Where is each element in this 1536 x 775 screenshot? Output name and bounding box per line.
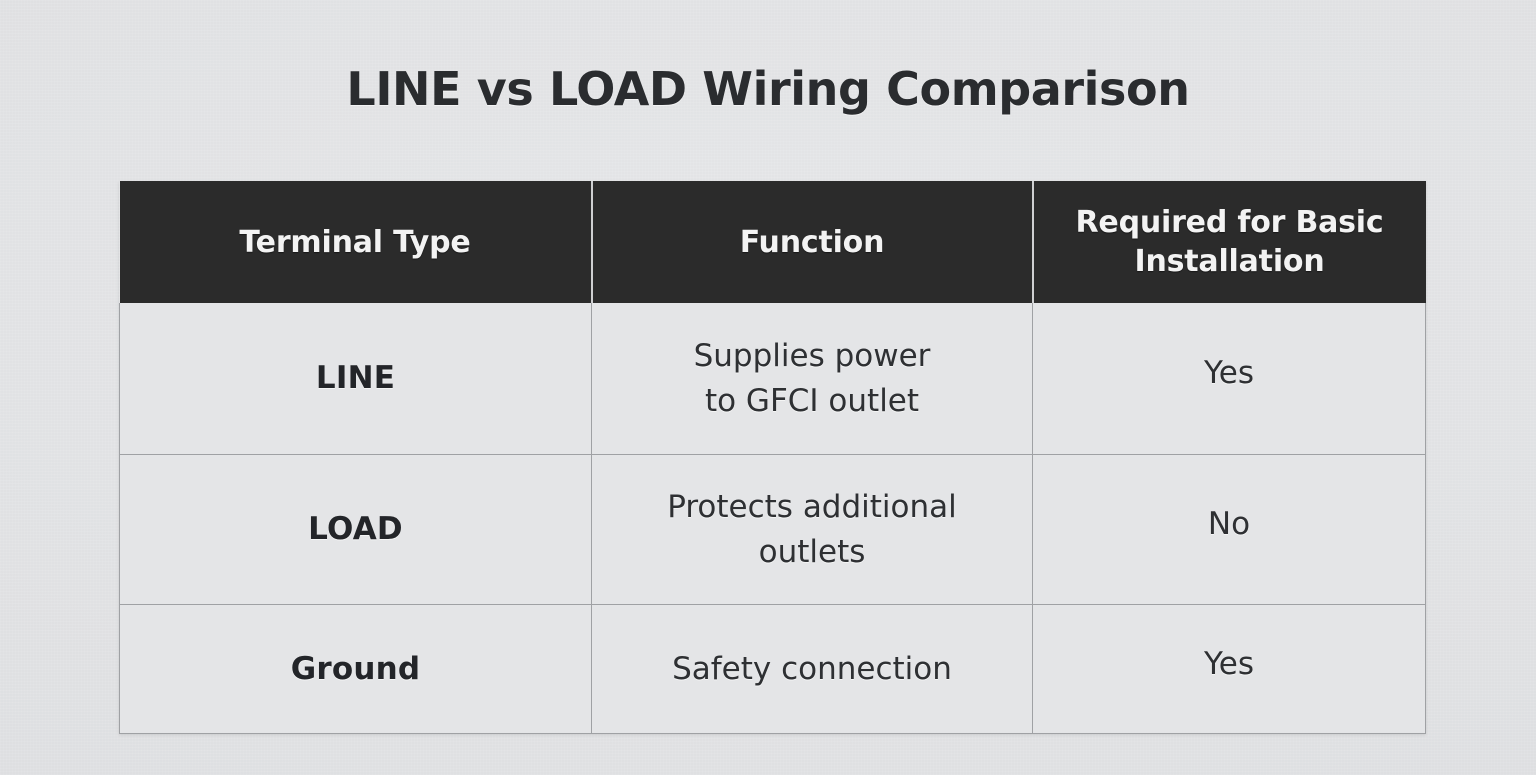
table-row: LINE Supplies power to GFCI outlet Yes [119, 303, 1426, 455]
comparison-table: Terminal Type Function Required for Basi… [119, 181, 1426, 734]
table-row: LOAD Protects additional outlets No [119, 454, 1426, 605]
cell-function-line-1: Supplies power [693, 338, 931, 375]
page-title: LINE vs LOAD Wiring Comparison [346, 62, 1190, 116]
cell-function-line-2: to GFCI outlet [704, 382, 920, 419]
comparison-table-container: Terminal Type Function Required for Basi… [119, 181, 1426, 734]
cell-function-line-1: Safety connection [672, 650, 952, 687]
cell-terminal-type: LOAD [119, 454, 592, 605]
cell-required: No [1032, 454, 1426, 605]
cell-terminal-type: LINE [119, 303, 592, 455]
cell-function-line-2: outlets [758, 533, 866, 570]
cell-function: Protects additional outlets [591, 454, 1033, 605]
cell-required: Yes [1032, 303, 1426, 455]
table-row: Ground Safety connection Yes [119, 604, 1426, 734]
cell-terminal-type: Ground [119, 604, 592, 734]
column-header-terminal-type[interactable]: Terminal Type [119, 181, 592, 303]
column-header-required-for-basic-installation[interactable]: Required for Basic Installation [1031, 181, 1426, 303]
table-header: Terminal Type Function Required for Basi… [119, 181, 1426, 303]
table-header-row: Terminal Type Function Required for Basi… [119, 181, 1426, 303]
cell-function-line-1: Protects additional [667, 489, 957, 526]
cell-function: Safety connection [591, 604, 1033, 734]
cell-function: Supplies power to GFCI outlet [591, 303, 1033, 455]
column-header-function[interactable]: Function [590, 181, 1033, 303]
cell-required: Yes [1032, 604, 1426, 734]
table-body: LINE Supplies power to GFCI outlet Yes L… [119, 303, 1426, 734]
